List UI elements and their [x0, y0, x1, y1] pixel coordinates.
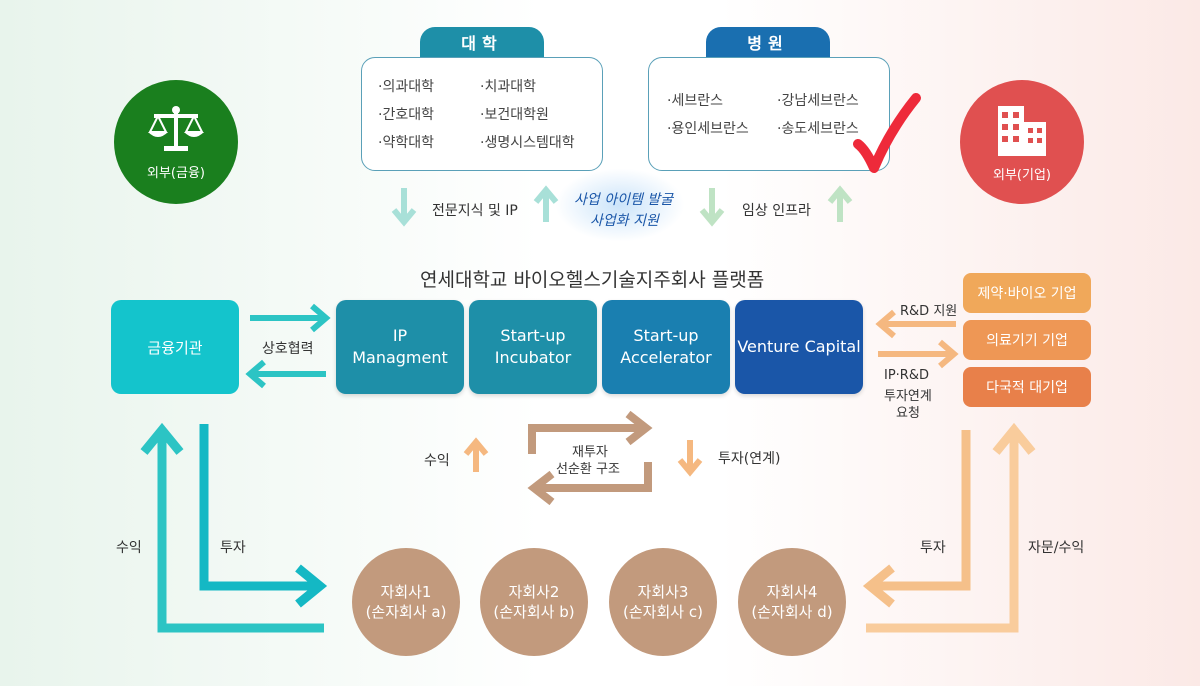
subsidiary-2: 자회사2 (손자회사 b) — [480, 548, 588, 656]
arrow-mutual-left — [245, 359, 326, 389]
finance-institution-label: 금융기관 — [147, 338, 203, 357]
clinical-label: 임상 인프라 — [742, 203, 811, 219]
arrow-left-invest — [199, 424, 328, 608]
arrow-up-clinical — [827, 185, 853, 222]
hospital-box: ·세브란스 ·강남세브란스 ·용인세브란스 ·송도세브란스 — [648, 57, 890, 171]
arrow-down-clinical — [699, 188, 725, 227]
rd-request-line2: 투자연계 — [884, 389, 932, 404]
list-item: ·약학대학 — [378, 135, 434, 151]
mutual-label: 상호협력 — [262, 341, 314, 357]
arrow-rd-support — [875, 309, 956, 339]
hospital-title: 병원 — [706, 27, 830, 57]
company-device: 의료기기 기업 — [963, 320, 1091, 360]
university-box: ·의과대학 ·치과대학 ·간호대학 ·보건대학원 ·약학대학 ·생명시스템대학 — [361, 57, 603, 171]
arrow-rd-request — [878, 339, 959, 369]
list-item: ·치과대학 — [480, 79, 536, 95]
subsidiary-2-label: 자회사2 (손자회사 b) — [493, 583, 575, 621]
list-item: ·송도세브란스 — [777, 121, 859, 137]
arrow-invest-down — [677, 440, 703, 477]
arrow-down-knowledge — [391, 188, 417, 227]
arrow-right-advice — [866, 422, 1036, 633]
list-item: ·생명시스템대학 — [480, 135, 575, 151]
ip-management-label: IP Managment — [352, 326, 448, 367]
arrow-left-profit — [140, 422, 324, 633]
external-finance-label: 외부(금융) — [147, 165, 205, 181]
venture-capital-label: Venture Capital — [737, 337, 861, 356]
arrow-mutual-right — [250, 303, 331, 333]
external-company-circle: 외부(기업) — [960, 80, 1084, 204]
subsidiary-1: 자회사1 (손자회사 a) — [352, 548, 460, 656]
finance-institution-box: 금융기관 — [111, 300, 239, 394]
scale-icon — [148, 105, 204, 151]
left-invest-label: 투자 — [220, 540, 246, 556]
external-company-label: 외부(기업) — [993, 167, 1051, 183]
arrow-right-invest — [862, 430, 971, 608]
list-item: ·강남세브란스 — [777, 93, 859, 109]
support-glow — [555, 168, 685, 242]
accelerator-box: Start-up Accelerator — [602, 300, 730, 394]
cycle-label-line2: 선순환 구조 — [556, 462, 620, 477]
list-item: ·보건대학원 — [480, 107, 549, 123]
accelerator-label: Start-up Accelerator — [620, 326, 712, 367]
external-finance-circle: 외부(금융) — [114, 80, 238, 204]
list-item: ·의과대학 — [378, 79, 434, 95]
subsidiary-3-label: 자회사3 (손자회사 c) — [623, 583, 703, 621]
company-pharma: 제약·바이오 기업 — [963, 273, 1091, 313]
arrow-reinvest-bottom — [527, 462, 652, 506]
rd-request-line1: IP·R&D — [884, 368, 929, 383]
building-icon — [998, 105, 1046, 156]
company-pharma-label: 제약·바이오 기업 — [977, 286, 1077, 302]
checkmark-icon — [853, 93, 921, 173]
university-title: 대학 — [420, 27, 544, 57]
company-multinational: 다국적 대기업 — [963, 367, 1091, 407]
right-advice-label: 자문/수익 — [1028, 540, 1085, 556]
incubator-box: Start-up Incubator — [469, 300, 597, 394]
subsidiary-3: 자회사3 (손자회사 c) — [609, 548, 717, 656]
rd-request-line3: 요청 — [896, 406, 920, 421]
subsidiary-4-label: 자회사4 (손자회사 d) — [751, 583, 833, 621]
cycle-label-line1: 재투자 — [572, 445, 608, 460]
venture-capital-box: Venture Capital — [735, 300, 863, 394]
right-invest-label: 투자 — [920, 540, 946, 556]
knowledge-label: 전문지식 및 IP — [432, 203, 518, 219]
middle-profit-label: 수익 — [424, 453, 450, 469]
company-multinational-label: 다국적 대기업 — [986, 380, 1068, 396]
list-item: ·세브란스 — [667, 93, 723, 109]
middle-invest-label: 투자(연계) — [718, 451, 781, 467]
arrow-reinvest-top — [528, 410, 653, 454]
arrow-up-knowledge — [533, 185, 559, 222]
support-label-line2: 사업화 지원 — [590, 213, 659, 229]
subsidiary-1-label: 자회사1 (손자회사 a) — [365, 583, 447, 621]
left-profit-label: 수익 — [116, 540, 142, 556]
subsidiary-4: 자회사4 (손자회사 d) — [738, 548, 846, 656]
platform-title: 연세대학교 바이오헬스기술지주회사 플랫폼 — [420, 269, 765, 291]
company-device-label: 의료기기 기업 — [986, 333, 1068, 349]
ip-management-box: IP Managment — [336, 300, 464, 394]
list-item: ·간호대학 — [378, 107, 434, 123]
rd-support-label: R&D 지원 — [900, 304, 958, 319]
incubator-label: Start-up Incubator — [494, 326, 572, 367]
list-item: ·용인세브란스 — [667, 121, 749, 137]
arrow-profit-up — [463, 437, 489, 472]
support-label-line1: 사업 아이템 발굴 — [574, 192, 674, 208]
